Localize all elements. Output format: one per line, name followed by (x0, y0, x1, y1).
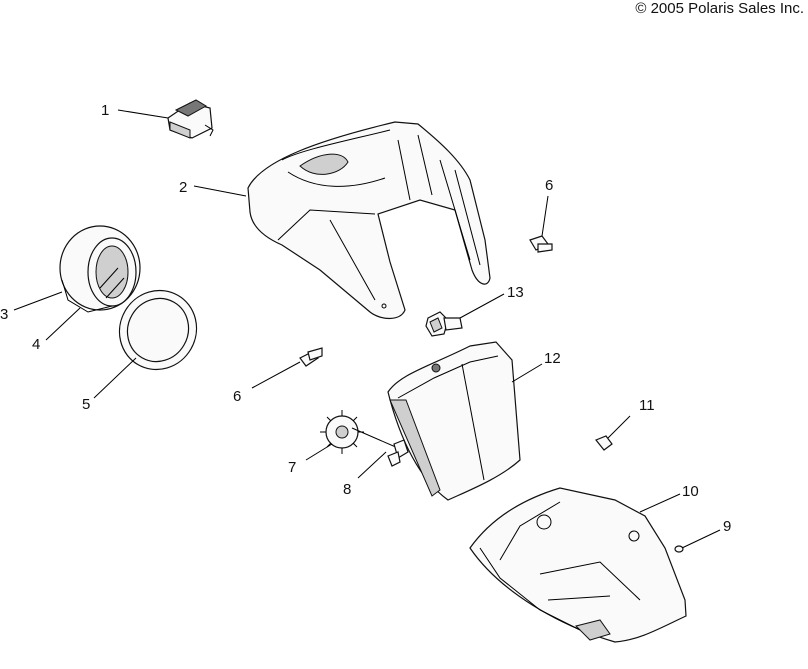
part-11-clip (595, 435, 613, 451)
part-12-headlamp-assembly (387, 341, 521, 501)
part-13-bulb (425, 311, 463, 337)
callout-8: 8 (343, 481, 351, 498)
callout-5: 5 (82, 396, 90, 413)
callout-numbers: 1 2 3 4 5 6 6 7 8 9 10 11 12 13 (0, 102, 731, 535)
part-6-screw-upper (529, 235, 553, 253)
callout-9: 9 (723, 518, 731, 535)
callout-10: 10 (682, 483, 699, 500)
callout-6-upper: 6 (545, 177, 553, 194)
callout-6-lower: 6 (233, 388, 241, 405)
callout-4: 4 (32, 336, 40, 353)
part-2-hood-cover (247, 121, 491, 320)
callout-11: 11 (639, 397, 655, 414)
part-6-screw-lower (299, 347, 323, 367)
part-1-switch (167, 99, 214, 139)
part-10-lower-pod (469, 487, 687, 643)
callout-12: 12 (544, 350, 561, 367)
part-7-adjuster-gear (320, 410, 364, 454)
callout-1: 1 (101, 102, 109, 119)
callout-7: 7 (288, 459, 296, 476)
copyright-notice: © 2005 Polaris Sales Inc. (635, 0, 804, 17)
part-3-4-headlight-bezel (59, 225, 141, 313)
part-5-seal-ring (118, 289, 198, 371)
callout-13: 13 (507, 284, 524, 301)
part-8-adjuster-screw (351, 427, 409, 467)
part-9-grommet (674, 545, 684, 553)
leader-lines (13, 109, 721, 549)
callout-3: 3 (0, 306, 8, 323)
callout-2: 2 (179, 179, 187, 196)
